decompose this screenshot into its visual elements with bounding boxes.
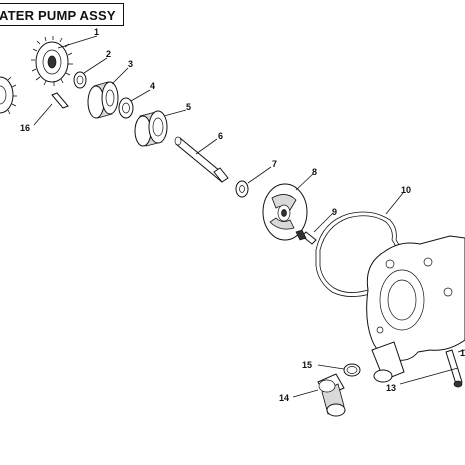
part-washer-7 [235,180,249,198]
part-impeller-8 [262,183,308,241]
callout-1: 1 [94,27,99,37]
callout-11: 1 [460,348,465,358]
callout-13: 13 [386,383,396,393]
callout-8: 8 [312,167,317,177]
part-shaft-6 [174,136,229,183]
callout-6: 6 [218,131,223,141]
part-gear-1 [31,36,73,86]
part-gear-partial [0,76,17,115]
callout-16: 16 [20,123,30,133]
part-bolt-9 [295,229,317,245]
part-bolt-11 [445,349,463,388]
callout-9: 9 [332,207,337,217]
part-fitting-14 [317,373,346,417]
part-oring-15 [343,363,361,377]
part-seal-5 [134,110,168,147]
callout-labels: 1 2 3 4 5 6 7 8 9 10 1 13 14 15 16 [20,27,465,403]
part-pin-16 [51,92,69,109]
diagram-title: ATER PUMP ASSY [0,8,116,23]
part-bearing-3 [87,81,119,119]
callout-3: 3 [128,59,133,69]
callout-2: 2 [106,49,111,59]
callout-10: 10 [401,185,411,195]
part-pump-housing [366,235,465,383]
callout-4: 4 [150,81,155,91]
part-ring-4 [118,97,134,119]
leader-lines [33,35,465,398]
callout-5: 5 [186,102,191,112]
callout-15: 15 [302,360,312,370]
part-washer-2 [73,71,87,89]
callout-14: 14 [279,393,289,403]
callout-7: 7 [272,159,277,169]
diagram-title-box: ATER PUMP ASSY [0,3,124,26]
